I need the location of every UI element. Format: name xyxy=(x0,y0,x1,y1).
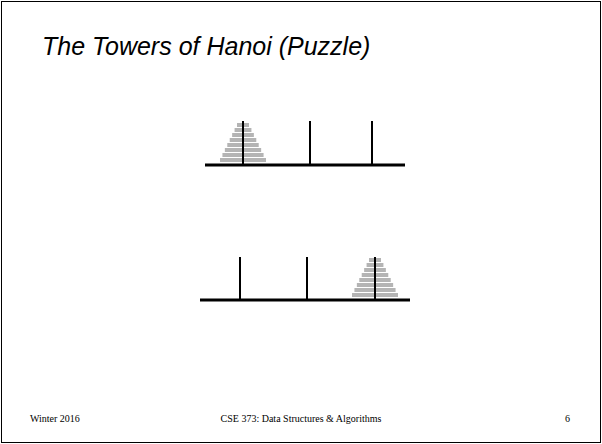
footer-text: 6 xyxy=(565,413,570,424)
tower-base xyxy=(205,164,405,167)
slide-title: The Towers of Hanoi (Puzzle) xyxy=(42,32,370,61)
tower-base xyxy=(200,299,410,302)
peg xyxy=(374,257,376,300)
footer-text: Winter 2016 xyxy=(30,413,80,424)
footer-text: CSE 373: Data Structures & Algorithms xyxy=(221,413,382,424)
peg xyxy=(239,257,241,300)
peg xyxy=(371,121,373,165)
tower-end xyxy=(200,257,410,300)
peg xyxy=(242,121,244,165)
peg xyxy=(309,121,311,165)
peg xyxy=(306,257,308,300)
tower-start xyxy=(205,121,405,165)
